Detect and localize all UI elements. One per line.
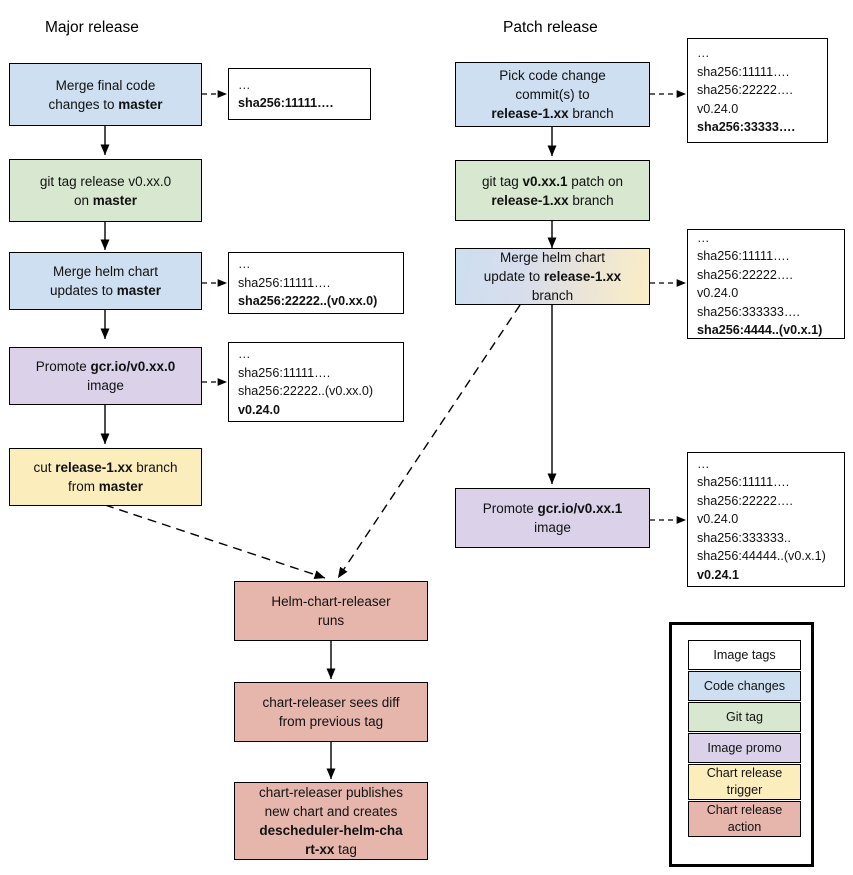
tag-line: sha256:333333…. bbox=[697, 304, 800, 319]
column-title-major: Major release bbox=[45, 19, 139, 36]
tag-line: … bbox=[697, 46, 711, 61]
tagbox-major-step1: … sha256:11111…. bbox=[228, 68, 371, 120]
tag-line: sha256:33333…. bbox=[697, 120, 796, 135]
tag-line: … bbox=[697, 456, 711, 471]
node-promote-image-major[interactable]: Promote gcr.io/v0.xx.0 image bbox=[9, 347, 202, 405]
node-chart-releaser-publishes-label: chart-releaser publishes new chart and c… bbox=[258, 785, 404, 857]
tag-line: … bbox=[238, 77, 252, 92]
legend-item-label: Git tag bbox=[725, 709, 764, 724]
node-git-tag-release-label: git tag release v0.xx.0 on master bbox=[39, 173, 172, 208]
tag-line: sha256:22222…. bbox=[697, 267, 793, 282]
node-cut-release-branch[interactable]: cut release-1.xx branch from master bbox=[9, 448, 202, 506]
column-title-patch: Patch release bbox=[503, 19, 598, 36]
tag-line: sha256:22222…. bbox=[697, 493, 793, 508]
node-pick-code-change-commits-label: Pick code change commit(s) to release-1.… bbox=[491, 68, 614, 121]
node-helm-chart-releaser-runs-label: Helm-chart-releaser runs bbox=[271, 594, 391, 628]
node-merge-helm-chart-update-release-branch[interactable]: Merge helm chart update to release-1.xx … bbox=[455, 248, 650, 305]
tag-line: sha256:11111…. bbox=[238, 365, 331, 380]
node-helm-chart-releaser-runs[interactable]: Helm-chart-releaser runs bbox=[234, 581, 428, 641]
legend-item-image-promo: Image promo bbox=[688, 733, 801, 763]
node-promote-image-patch[interactable]: Promote gcr.io/v0.xx.1 image bbox=[455, 488, 650, 548]
tag-line: sha256:11111…. bbox=[238, 275, 331, 290]
legend-item-label: Image tags bbox=[713, 647, 776, 662]
node-merge-helm-chart-update-release-branch-label: Merge helm chart update to release-1.xx … bbox=[483, 250, 622, 303]
tagbox-patch-step3: … sha256:11111…. sha256:22222…. v0.24.0 sha2… bbox=[687, 229, 845, 339]
tag-line: … bbox=[697, 230, 711, 245]
tag-line: v0.24.0 bbox=[697, 101, 739, 116]
node-chart-releaser-sees-diff-label: chart-releaser sees diff from previous t… bbox=[262, 695, 400, 729]
legend-item-git-tag: Git tag bbox=[688, 702, 801, 732]
node-merge-helm-chart-updates-label: Merge helm chart updates to master bbox=[49, 264, 162, 298]
tag-line: sha256:333333.. bbox=[697, 530, 791, 545]
node-pick-code-change-commits[interactable]: Pick code change commit(s) to release-1.… bbox=[455, 62, 650, 127]
tag-line: sha256:11111…. bbox=[697, 64, 790, 79]
tagbox-major-step3: … sha256:11111…. sha256:22222..(v0.xx.0) bbox=[228, 252, 404, 314]
tag-line: sha256:22222…. bbox=[697, 83, 793, 98]
legend-item-image-tags: Image tags bbox=[688, 640, 801, 670]
node-chart-releaser-publishes[interactable]: chart-releaser publishes new chart and c… bbox=[234, 782, 428, 860]
node-merge-final-code-changes-label: Merge final code changes to master bbox=[48, 77, 163, 112]
tag-line: sha256:22222..(v0.xx.0) bbox=[238, 294, 378, 309]
tag-line: v0.24.1 bbox=[697, 567, 740, 582]
tag-line: sha256:11111…. bbox=[697, 249, 790, 263]
tag-line: v0.24.0 bbox=[697, 512, 739, 527]
legend-item-label: Code changes bbox=[703, 678, 786, 693]
tagbox-patch-step1: … sha256:11111…. sha256:22222…. v0.24.0 sha2… bbox=[687, 38, 828, 143]
legend-item-label: Image promo bbox=[707, 740, 782, 755]
tag-line: … bbox=[238, 347, 252, 361]
legend-item-code-changes: Code changes bbox=[688, 671, 801, 701]
node-git-tag-release[interactable]: git tag release v0.xx.0 on master bbox=[9, 159, 202, 222]
node-chart-releaser-sees-diff[interactable]: chart-releaser sees diff from previous t… bbox=[234, 682, 428, 742]
tagbox-patch-step4: … sha256:11111…. sha256:22222…. v0.24.0 sha2… bbox=[687, 452, 845, 587]
tag-line: v0.24.0 bbox=[697, 286, 739, 300]
node-cut-release-branch-label: cut release-1.xx branch from master bbox=[33, 460, 178, 494]
tag-line: sha256:11111…. bbox=[697, 475, 790, 490]
tag-line: v0.24.0 bbox=[238, 402, 281, 417]
node-git-tag-patch-label: git tag v0.xx.1 patch on release-1.xx br… bbox=[481, 173, 624, 208]
tag-line: sha256:22222..(v0.xx.0) bbox=[238, 384, 374, 398]
node-merge-final-code-changes[interactable]: Merge final code changes to master bbox=[9, 63, 202, 126]
node-promote-image-patch-label: Promote gcr.io/v0.xx.1 image bbox=[482, 501, 623, 535]
tag-line: sha256:11111…. bbox=[238, 96, 334, 110]
tag-line: … bbox=[238, 257, 252, 272]
tag-line: sha256:4444..(v0.x.1) bbox=[697, 323, 823, 337]
tagbox-major-step4: … sha256:11111…. sha256:22222..(v0.xx.0) v0… bbox=[228, 342, 404, 422]
node-merge-helm-chart-updates[interactable]: Merge helm chart updates to master bbox=[9, 252, 202, 310]
node-git-tag-patch[interactable]: git tag v0.xx.1 patch on release-1.xx br… bbox=[455, 160, 650, 221]
node-promote-image-major-label: Promote gcr.io/v0.xx.0 image bbox=[35, 359, 176, 393]
tag-line: sha256:44444..(v0.x.1) bbox=[697, 549, 826, 564]
